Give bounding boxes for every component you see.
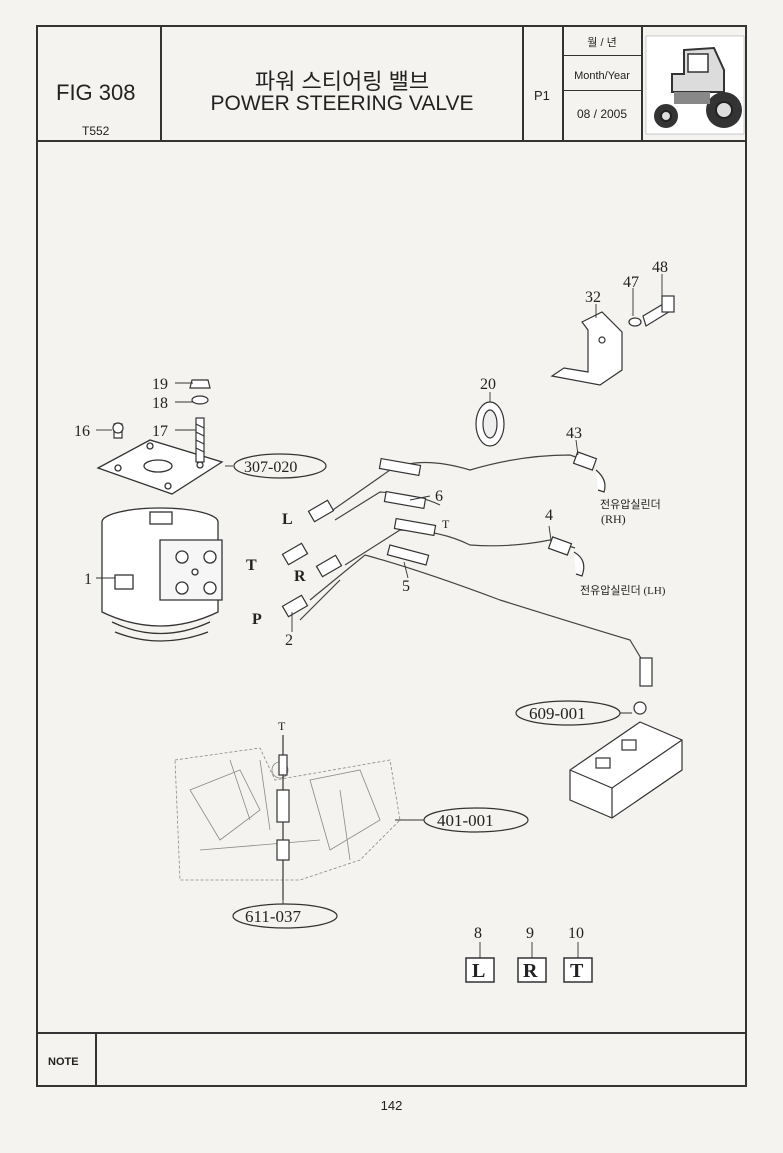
cylinder-lh-label: 전유압실린더 (LH): [580, 584, 666, 597]
page-number: 142: [380, 1098, 403, 1113]
part-number-5: 5: [402, 578, 410, 595]
tag-box-t: [563, 957, 593, 983]
date-label-korean: 월 / 년: [587, 37, 617, 49]
steering-valve-body: [101, 507, 223, 642]
figure-number: FIG 308: [56, 80, 136, 105]
part-number-1: 1: [84, 571, 92, 588]
part-number-6: 6: [435, 488, 443, 505]
reference-609-001: 609-001: [529, 704, 586, 723]
note-label: NOTE: [48, 1056, 79, 1068]
part-number-2: 2: [285, 632, 293, 649]
port-label-t-hose: T: [442, 517, 450, 531]
date-value: 08 / 2005: [576, 107, 628, 121]
part-number-19: 19: [152, 376, 168, 393]
tag-box-l: [465, 957, 495, 983]
reference-401-001: 401-001: [437, 811, 494, 830]
tag-letter-r: R: [523, 960, 538, 982]
o-ring: [475, 401, 505, 447]
part-number-32: 32: [585, 289, 601, 306]
engine-sketch: [174, 747, 401, 881]
cylinder-rh-label: 전유압실린더: [600, 498, 661, 511]
header-col-divider: [522, 25, 524, 141]
reference-611-037: 611-037: [245, 907, 302, 926]
ref-ellipse: [515, 700, 621, 726]
mounting-plate: [96, 439, 224, 495]
steering-unit-609: [569, 701, 683, 819]
port-label-t: T: [246, 557, 257, 574]
port-label-t-top: T: [278, 719, 286, 733]
header-col-divider: [562, 25, 564, 141]
note-divider: [36, 1032, 747, 1034]
part-number-48: 48: [652, 259, 668, 276]
tag-letter-l: L: [472, 960, 485, 982]
header-col-divider: [160, 25, 162, 141]
tractor-icon: [645, 35, 745, 135]
tag-letter-t: T: [570, 960, 584, 982]
page-title: POWER STEERING VALVE: [210, 92, 474, 115]
tag-box-r: [517, 957, 547, 983]
part-number-20: 20: [480, 376, 496, 393]
ref-ellipse: [423, 807, 529, 833]
part-number-17: 17: [152, 423, 168, 440]
date-label: Month/Year: [574, 70, 630, 82]
part-number-16: 16: [74, 423, 90, 440]
ref-ellipse: [232, 903, 338, 929]
header-divider: [36, 140, 747, 142]
part-number-47: 47: [623, 274, 639, 291]
part-number-9: 9: [526, 925, 534, 942]
date-divider: [562, 90, 642, 91]
port-label-r: R: [294, 568, 306, 585]
hose-lines: [299, 454, 646, 666]
part-number-18: 18: [152, 395, 168, 412]
page-code: P1: [534, 88, 550, 103]
date-divider: [562, 55, 642, 56]
page-frame: [36, 25, 747, 1087]
part-number-4: 4: [545, 507, 553, 524]
note-col-divider: [95, 1032, 97, 1087]
port-label-p: P: [252, 611, 262, 628]
fittings: [281, 451, 653, 687]
bracket-assembly: [550, 295, 675, 386]
title-korean: 파워 스티어링 밸브: [254, 69, 430, 94]
stud-bolt: [112, 379, 211, 463]
ref-ellipse: [233, 453, 327, 479]
port-label-l: L: [282, 511, 293, 528]
cylinder-rh-tag: (RH): [601, 512, 626, 526]
part-number-8: 8: [474, 925, 482, 942]
part-number-10: 10: [568, 925, 584, 942]
reference-307-020: 307-020: [244, 459, 297, 476]
header-col-divider: [641, 25, 643, 141]
model-code: T552: [82, 124, 110, 138]
part-number-43: 43: [566, 425, 582, 442]
vertical-pipe: [276, 735, 290, 900]
